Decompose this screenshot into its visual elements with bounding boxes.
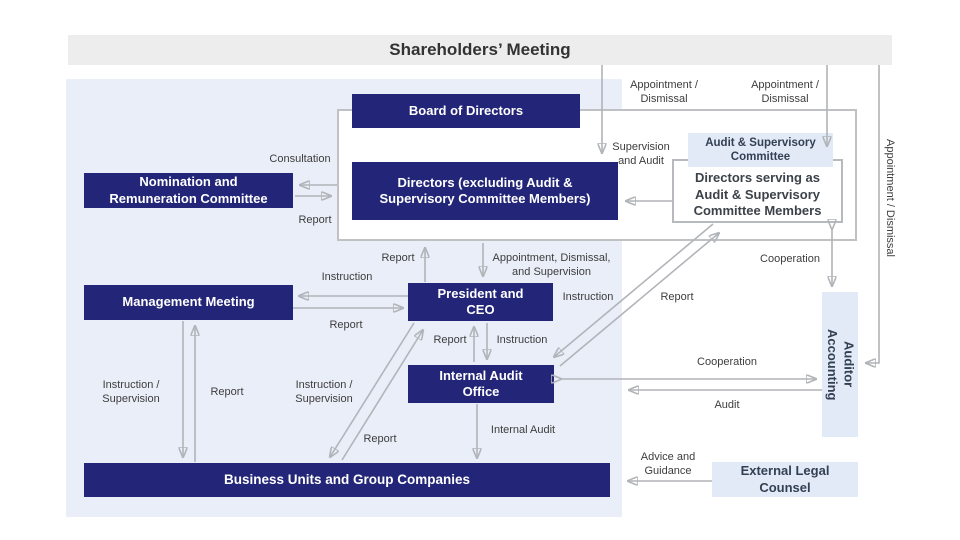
audit-supervisory-committee-box: Audit & Supervisory Committee [688,133,833,167]
directors-box: Directors (excluding Audit & Supervisory… [352,162,618,220]
label-advice-and-guidance: Advice and Guidance [640,451,696,477]
label-report-president-board: Report [381,252,415,264]
label-instruction-committee-office: Instruction [562,291,614,303]
president-ceo-box: President and CEO [408,283,553,321]
board-of-directors-box: Board of Directors [352,94,580,128]
page-title: Shareholders’ Meeting [389,40,571,59]
nomination-remuneration-committee-box: Nomination and Remuneration Committee [84,173,293,208]
label-report-bu-president: Report [363,433,397,445]
label-instruction-supervision-president: Instruction / Supervision [295,379,353,405]
label-instruction-president-mgmt: Instruction [321,271,373,283]
shareholders-meeting-bar: Shareholders’ Meeting [68,35,892,65]
label-report-office-committee: Report [660,291,694,303]
label-report-bu-mgmt: Report [210,386,244,398]
label-report-office-president: Report [433,334,467,346]
management-meeting-box: Management Meeting [84,285,293,320]
label-instruction-president-office: Instruction [496,334,548,346]
label-supervision-and-audit: Supervision and Audit [612,141,670,167]
label-consultation: Consultation [269,153,331,165]
label-report-nomination: Report [298,214,332,226]
label-report-mgmt-president: Report [329,319,363,331]
arrow-appointment-to-auditor [866,65,880,363]
external-legal-counsel-box: External Legal Counsel [712,462,858,497]
accounting-auditor-box: Accounting Auditor [822,292,858,437]
label-cooperation-office-auditor: Cooperation [697,356,757,368]
label-cooperation-committee-auditor: Cooperation [760,253,820,265]
label-instruction-supervision-mgmt: Instruction / Supervision [102,379,160,405]
label-internal-audit: Internal Audit [490,424,556,436]
internal-audit-office-box: Internal Audit Office [408,365,554,403]
label-appointment-dismissal-2: Appointment / Dismissal [751,79,819,105]
label-audit-auditor: Audit [714,399,740,411]
label-appointment-dismissal-vertical: Appointment / Dismissal [883,139,896,257]
audit-committee-members-box: Directors serving as Audit & Supervisory… [672,159,843,223]
label-appointment-dismissal-supervision: Appointment, Dismissal, and Supervision [492,252,611,278]
label-appointment-dismissal-1: Appointment / Dismissal [630,79,698,105]
business-units-box: Business Units and Group Companies [84,463,610,497]
